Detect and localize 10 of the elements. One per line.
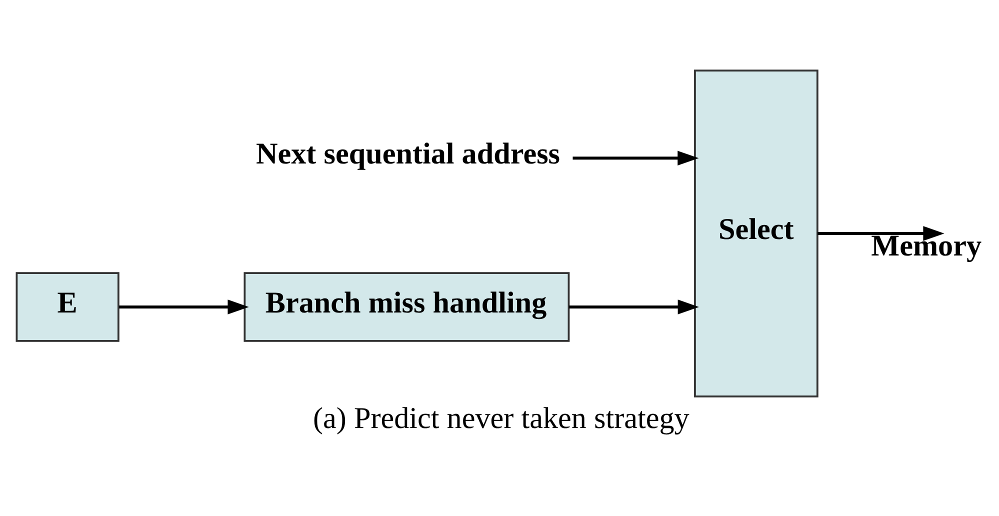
- edge-label: Memory: [871, 228, 982, 263]
- arrow: [572, 150, 699, 166]
- caption: (a) Predict never taken strategy: [312, 401, 690, 436]
- node-box: Select: [694, 70, 818, 398]
- arrow: [818, 226, 944, 241]
- node-text: Next sequential address: [256, 136, 560, 170]
- arrow: [569, 300, 699, 314]
- node-box: Branch miss handling: [244, 272, 570, 342]
- node-box: E: [16, 272, 120, 342]
- arrow: [119, 300, 249, 314]
